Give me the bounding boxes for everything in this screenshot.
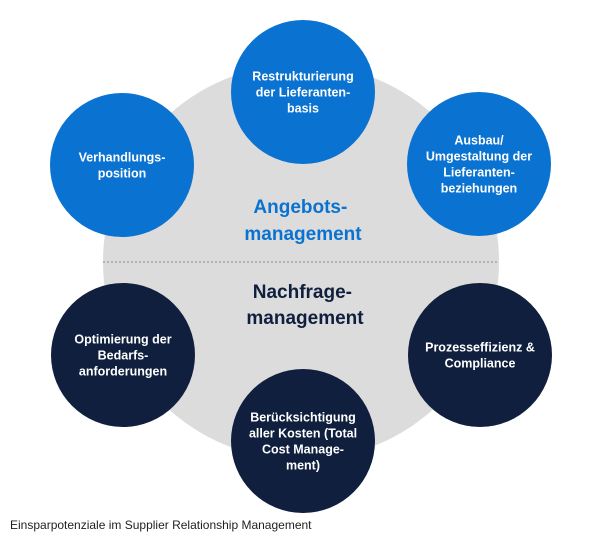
node-label-line: position: [98, 167, 147, 181]
angebotsmanagement-label-line-1: Angebots-: [253, 197, 347, 218]
node-circle-ausbau: [407, 92, 551, 236]
node-label-line: beziehungen: [441, 182, 517, 196]
node-label-line: Restrukturierung: [252, 70, 353, 84]
node-label-line: Lieferanten-: [443, 166, 515, 180]
node-label-line: basis: [287, 102, 319, 116]
node-label-line: Berücksichtigung: [250, 411, 356, 425]
node-label-line: ment): [286, 459, 320, 473]
node-label-line: Cost Manage-: [262, 443, 344, 457]
node-label-line: Bedarfs-: [98, 349, 149, 363]
figure-caption: Einsparpotenziale im Supplier Relationsh…: [10, 518, 312, 532]
nachfragemanagement-label-line-1: Nachfrage-: [253, 282, 352, 303]
node-label-line: Umgestaltung der: [426, 150, 532, 164]
node-circle-beruecksichtigung: [231, 369, 375, 513]
node-label-line: Prozesseffizienz &: [425, 341, 535, 355]
node-label-restrukturierung: Restrukturierung der Lieferanten-basis: [252, 70, 353, 116]
node-label-prozesseffizienz: Prozesseffizienz & Compliance: [425, 341, 535, 371]
angebotsmanagement-label: Angebots- management: [244, 197, 362, 245]
node-circle-verhandlung: [50, 93, 194, 237]
nachfragemanagement-label: Nachfrage- management: [246, 282, 364, 329]
node-circle-optimierung: [51, 283, 195, 427]
node-verhandlung: Verhandlungs-position: [50, 93, 194, 237]
node-circle-restrukturierung: [231, 20, 375, 164]
node-label-verhandlung: Verhandlungs-position: [79, 151, 166, 181]
node-label-line: anforderungen: [79, 365, 167, 379]
node-label-line: aller Kosten (Total: [249, 427, 357, 441]
nachfragemanagement-label-line-2: management: [246, 308, 364, 329]
node-prozesseffizienz: Prozesseffizienz & Compliance: [408, 283, 552, 427]
node-label-line: Ausbau/: [454, 134, 504, 148]
nodes-layer: Restrukturierung der Lieferanten-basisAus…: [50, 20, 552, 513]
node-restrukturierung: Restrukturierung der Lieferanten-basis: [231, 20, 375, 164]
angebotsmanagement-label-line-2: management: [244, 224, 362, 245]
node-label-line: Verhandlungs-: [79, 151, 166, 165]
node-circle-prozesseffizienz: [408, 283, 552, 427]
node-label-line: der Lieferanten-: [256, 86, 350, 100]
node-label-line: Compliance: [445, 357, 516, 371]
node-label-line: Optimierung der: [74, 333, 171, 347]
